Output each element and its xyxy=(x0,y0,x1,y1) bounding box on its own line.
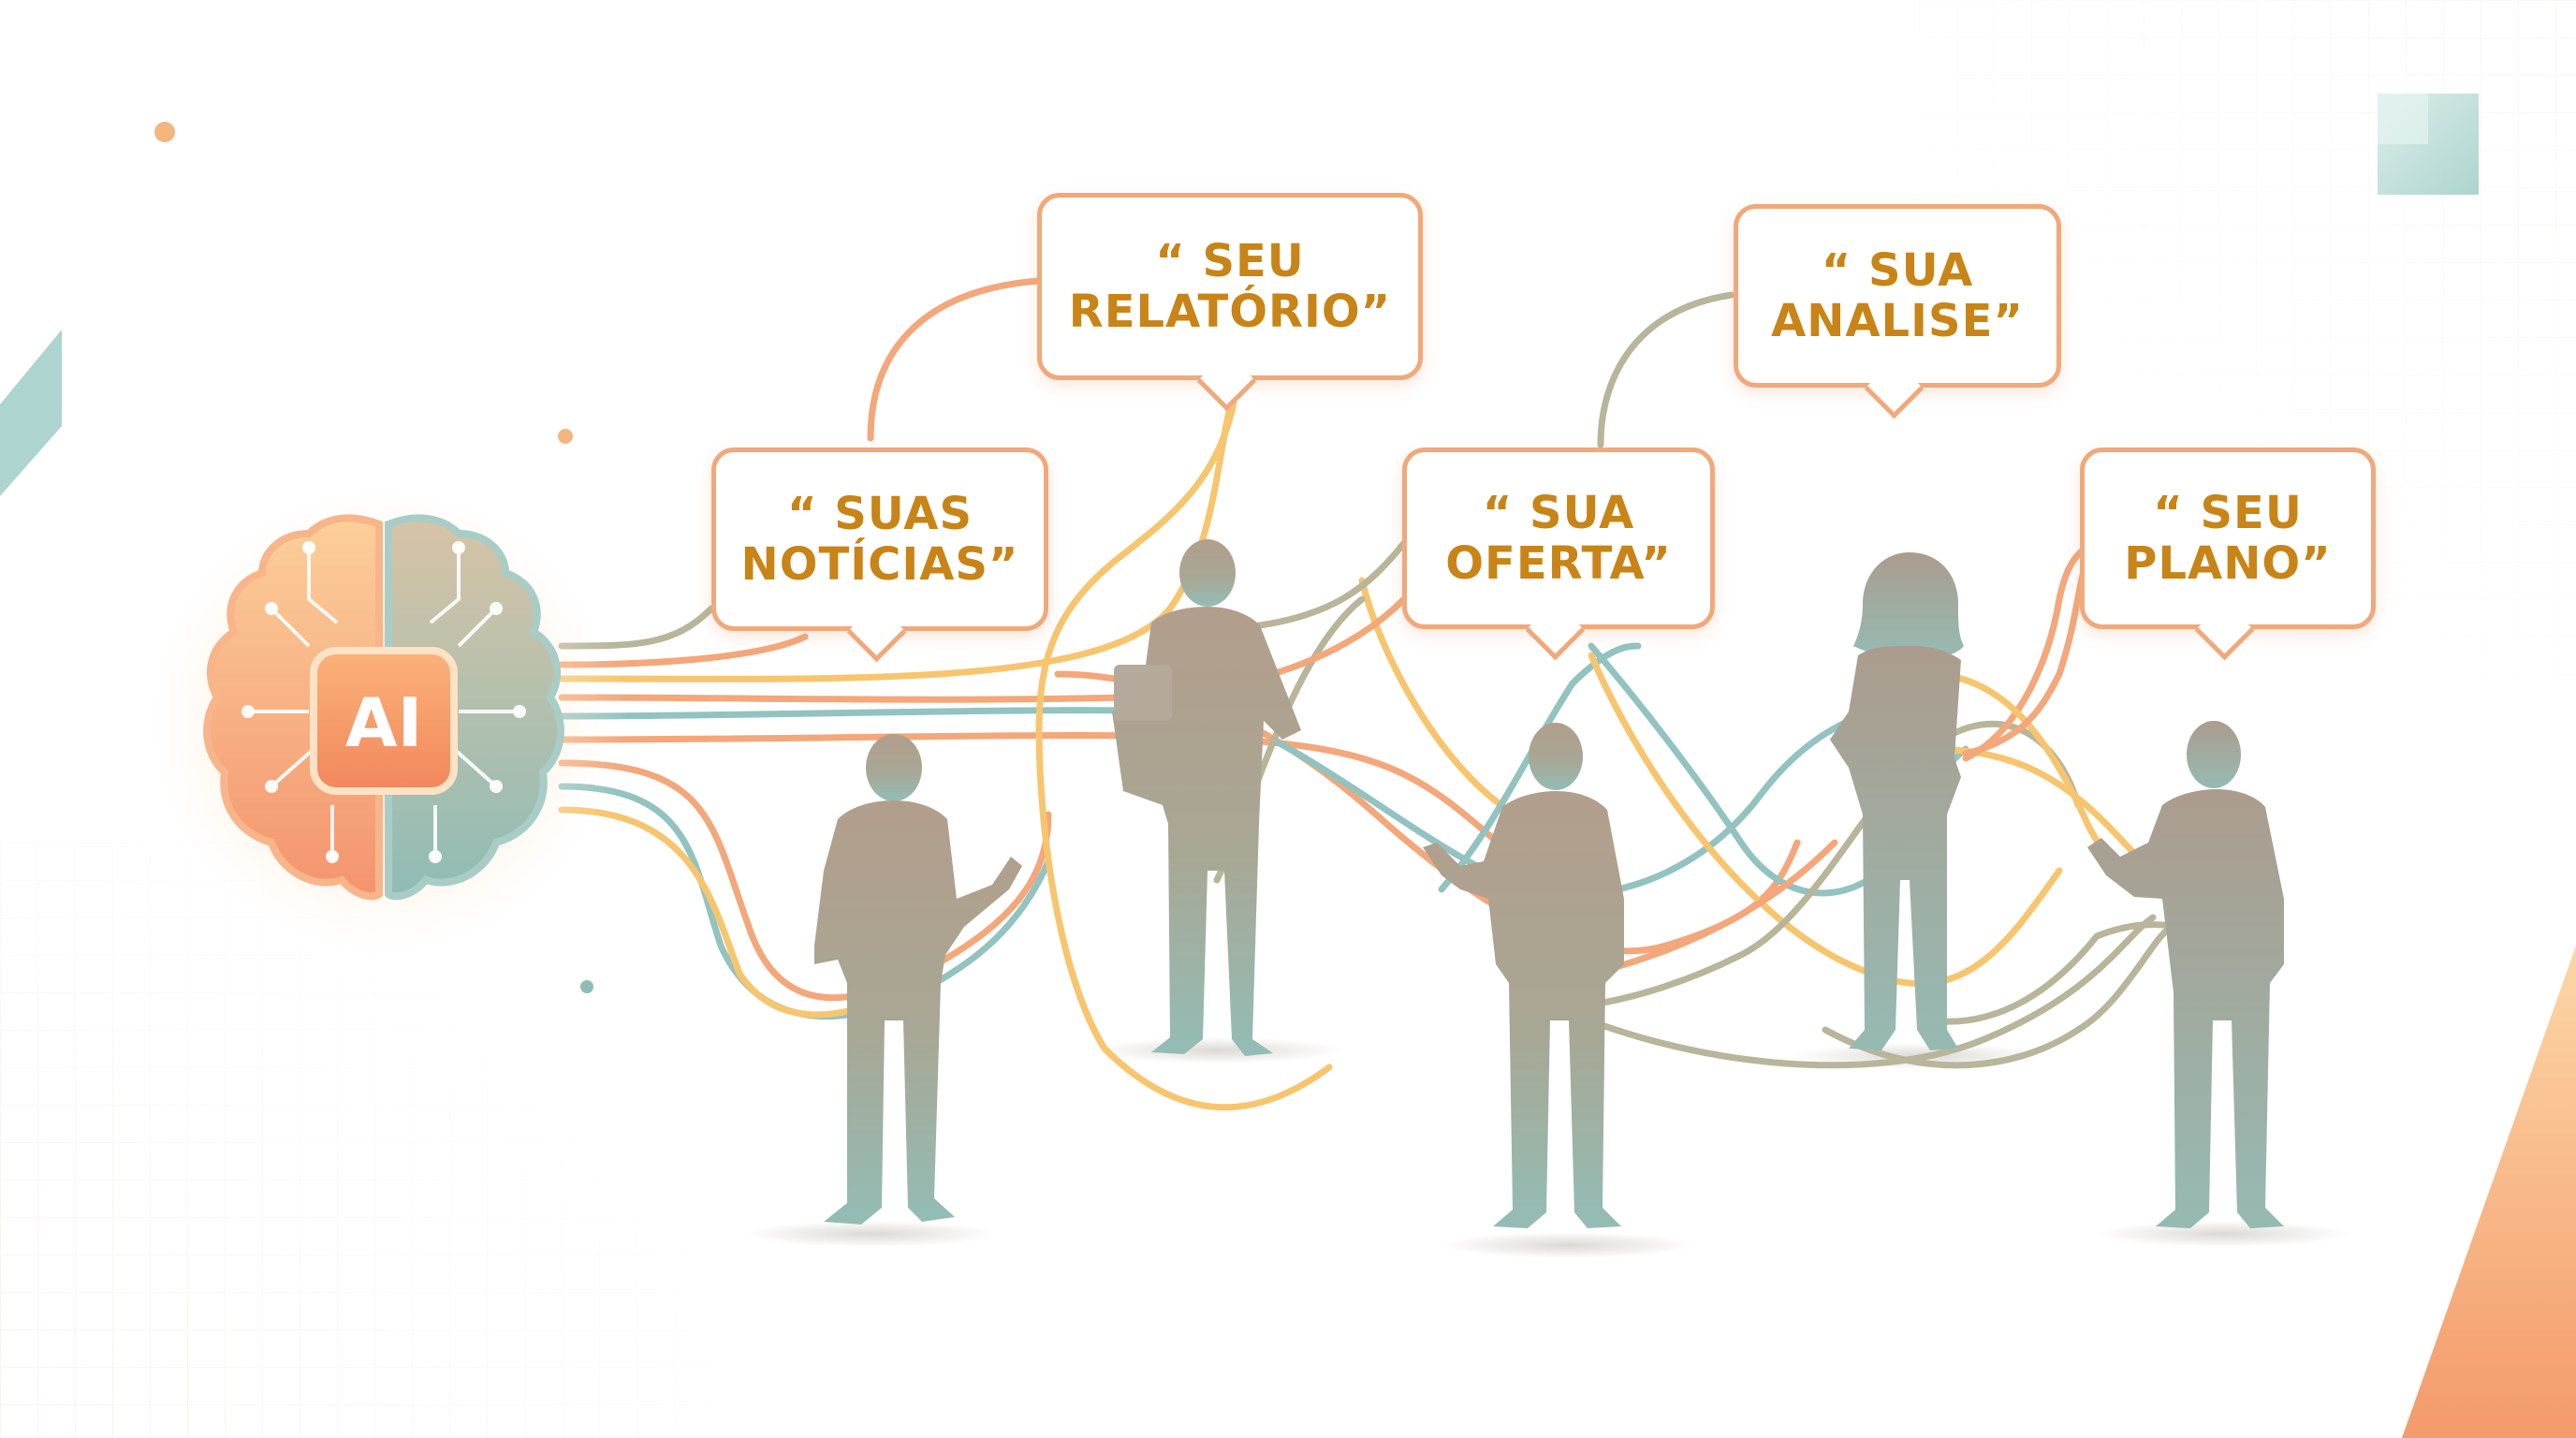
tablet xyxy=(1114,665,1172,721)
speech-bubble-suas-noticias: “ SUAS NOTÍCIAS” xyxy=(711,448,1048,631)
floor-shadow xyxy=(1090,1037,1343,1064)
floor-shadow xyxy=(2097,1221,2349,1247)
speech-bubble-seu-relatorio: “ SEU RELATÓRIO” xyxy=(1037,193,1423,380)
bubble-text: “ SEU PLANO” xyxy=(2124,487,2332,590)
teal-corner-shape xyxy=(0,330,62,496)
orange-corner-shape xyxy=(2402,946,2576,1438)
ai-chip xyxy=(310,647,458,795)
speech-bubble-sua-analise: “ SUA ANALISE” xyxy=(1734,204,2061,388)
ai-label: AI xyxy=(345,683,423,762)
person-figure xyxy=(2087,721,2284,1228)
orange-dot xyxy=(154,122,175,142)
person-figure xyxy=(1830,552,1964,1050)
person-figure xyxy=(1423,723,1624,1228)
speech-bubble-sua-oferta: “ SUA OFERTA” xyxy=(1402,448,1715,629)
teal-dot xyxy=(580,980,593,993)
speech-bubble-seu-plano: “ SEU PLANO” xyxy=(2080,448,2376,629)
bubble-text: “ SUA OFERTA” xyxy=(1445,487,1672,590)
person-figure xyxy=(1112,539,1301,1056)
bubble-text: “ SEU RELATÓRIO” xyxy=(1068,235,1392,338)
floor-shadow xyxy=(744,1221,997,1247)
person-figure xyxy=(814,734,1022,1225)
ai-brain-circuit-icon: AI xyxy=(140,477,627,964)
connection-lines xyxy=(558,277,2194,1111)
orange-dot-small xyxy=(558,429,573,444)
bubble-text: “ SUA ANALISE” xyxy=(1771,244,2024,347)
bubble-text: “ SUAS NOTÍCIAS” xyxy=(740,488,1019,591)
floor-shadow xyxy=(1442,1232,1694,1258)
